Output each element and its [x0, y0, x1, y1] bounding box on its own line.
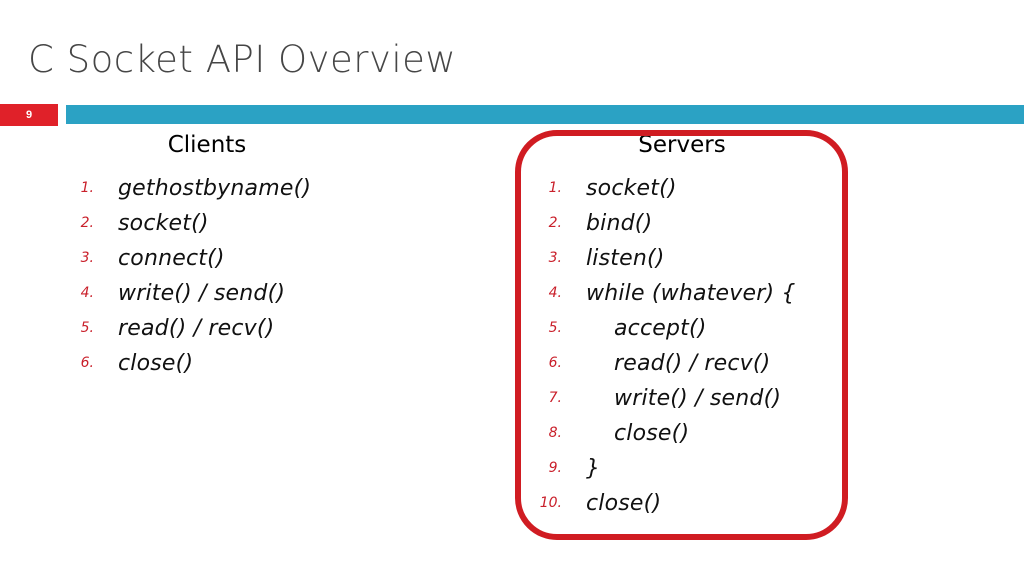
list-item: 3. connect() [60, 241, 480, 276]
list-item: 2. bind() [528, 206, 858, 241]
column-servers: Servers 1. socket() 2. bind() 3. listen() 4. wh… [528, 134, 858, 521]
api-list-servers: 1. socket() 2. bind() 3. listen() 4. while (wha… [528, 171, 858, 521]
list-item-number: 4. [548, 285, 562, 301]
slide-number-badge: 9 [0, 104, 58, 126]
slide-number-label: 9 [25, 108, 33, 121]
list-item-label: gethostbyname() [118, 176, 312, 201]
list-item-number: 5. [548, 320, 562, 336]
list-item-label: listen() [586, 246, 665, 271]
list-item-label: accept() [614, 316, 707, 341]
list-item: 6. close() [60, 346, 480, 381]
list-item-number: 10. [539, 495, 562, 511]
list-item: 10. close() [528, 486, 858, 521]
list-item-number: 4. [80, 285, 94, 301]
list-item-label: while (whatever) { [586, 281, 796, 306]
column-heading-clients: Clients [167, 132, 247, 158]
list-item-number: 2. [80, 215, 94, 231]
list-item-label: read() / recv() [614, 351, 771, 376]
list-item-number: 9. [548, 460, 562, 476]
list-item-number: 8. [548, 425, 562, 441]
api-list-clients: 1. gethostbyname() 2. socket() 3. connect() 4.… [60, 171, 480, 381]
list-item-number: 1. [80, 180, 94, 196]
column-clients: Clients 1. gethostbyname() 2. socket() 3. con… [60, 134, 480, 381]
list-item-number: 2. [548, 215, 562, 231]
list-item: 8. close() [528, 416, 858, 451]
list-item: 9.} [528, 451, 858, 486]
list-item-number: 5. [80, 320, 94, 336]
column-heading-servers: Servers [638, 132, 726, 158]
list-item: 5. accept() [528, 311, 858, 346]
header-rule: 9 [0, 104, 1024, 126]
list-item: 4. while (whatever) { [528, 276, 858, 311]
list-item: 3. listen() [528, 241, 858, 276]
list-item-number: 6. [548, 355, 562, 371]
list-item-label: } [586, 456, 601, 481]
list-item: 6. read() / recv() [528, 346, 858, 381]
list-item: 1. gethostbyname() [60, 171, 480, 206]
list-item-number: 7. [548, 390, 562, 406]
list-item-label: read() / recv() [118, 316, 275, 341]
list-item-number: 3. [80, 250, 94, 266]
list-item-label: close() [614, 421, 690, 446]
list-item-label: bind() [586, 211, 653, 236]
list-item-number: 1. [548, 180, 562, 196]
list-item-label: write() / send() [118, 281, 286, 306]
list-item-label: connect() [118, 246, 225, 271]
list-item: 4. write() / send() [60, 276, 480, 311]
list-item-label: socket() [586, 176, 677, 201]
accent-bar [66, 105, 1024, 124]
list-item-label: socket() [118, 211, 209, 236]
list-item-number: 6. [80, 355, 94, 371]
list-item-label: close() [586, 491, 662, 516]
list-item-label: close() [118, 351, 194, 376]
page-title: C Socket API Overview [28, 38, 457, 81]
list-item: 5. read() / recv() [60, 311, 480, 346]
list-item: 2. socket() [60, 206, 480, 241]
list-item-number: 3. [548, 250, 562, 266]
list-item: 7. write() / send() [528, 381, 858, 416]
list-item: 1. socket() [528, 171, 858, 206]
list-item-label: write() / send() [614, 386, 782, 411]
